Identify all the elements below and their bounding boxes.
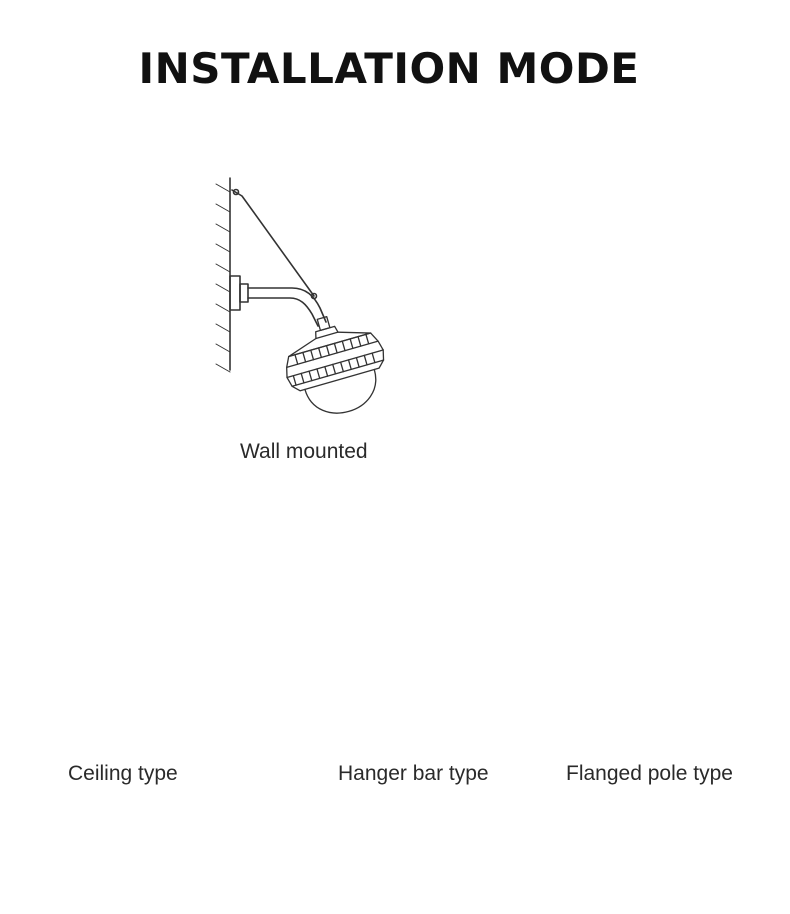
wall-mounted-label: Wall mounted [240,440,368,463]
hanger-bar-type-label: Hanger bar type [338,762,489,785]
wall-mounted-illustration [215,177,398,426]
ceiling-type-label: Ceiling type [68,762,178,785]
flanged-pole-type-label: Flanged pole type [566,762,733,785]
page-title: INSTALLATION MODE [138,44,640,93]
